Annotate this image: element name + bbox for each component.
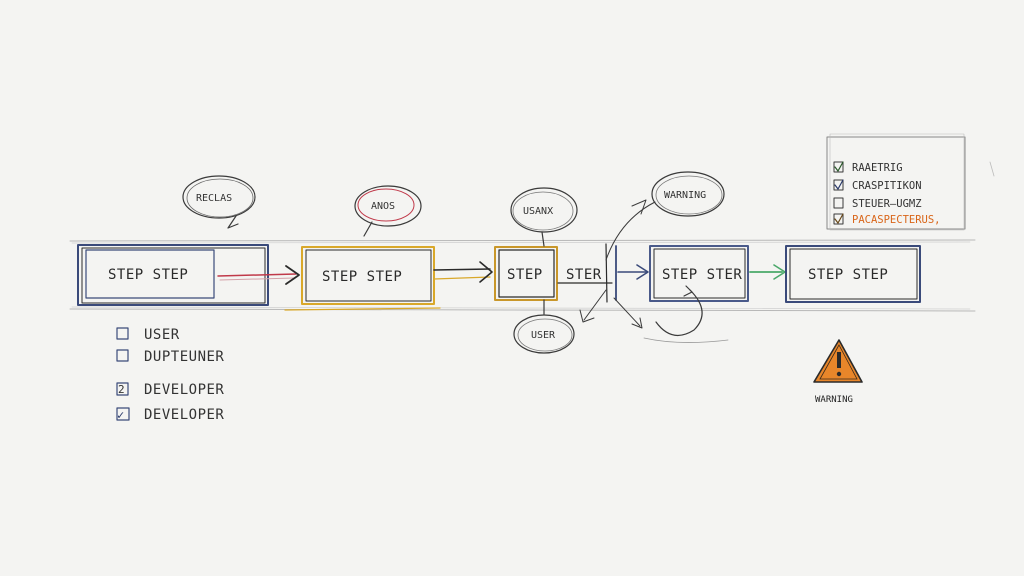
bubble-reclas: RECLAS <box>182 175 256 229</box>
checklist-item-3[interactable]: STEUER—UGMZ <box>833 197 922 210</box>
step-label-4: STEP STER <box>662 267 742 283</box>
arrow-3-4: STER <box>557 243 649 303</box>
bubble-label-usanx: USANX <box>523 206 553 217</box>
checklist-label-1: RAAETRIG <box>852 162 903 174</box>
checklist-note: RAAETRIG CRASPITIKON STEUER—UGMZ PACASPE… <box>826 133 995 231</box>
checklist-item-4[interactable]: PACASPECTERUS, <box>833 213 941 226</box>
step-label-5: STEP STEP <box>808 267 888 283</box>
bubble-usanx: USANX <box>510 187 578 247</box>
legend: USER DUPTEUNER 2 DEVELOPER ✓ DEVELOPER <box>116 327 224 423</box>
step-label-3: STEP <box>507 267 543 283</box>
bubble-warning: WARNING <box>605 171 725 261</box>
checklist-label-4: PACASPECTERUS, <box>852 214 941 226</box>
loop-arrow <box>643 285 729 343</box>
legend-label-3: DEVELOPER <box>144 382 224 398</box>
step-label-2: STEP STEP <box>322 269 402 285</box>
legend-mark-3: 2 <box>118 383 125 396</box>
step-box-2[interactable]: STEP STEP <box>284 246 441 311</box>
checklist-item-1[interactable]: RAAETRIG <box>833 161 903 174</box>
legend-label-1: USER <box>144 327 180 343</box>
checklist-label-2: CRASPITIKON <box>852 180 922 192</box>
checklist-item-2[interactable]: CRASPITIKON <box>833 179 922 192</box>
guide-lines <box>69 239 976 312</box>
warning-sign: WARNING <box>813 339 863 405</box>
legend-label-4: DEVELOPER <box>144 407 224 423</box>
bubble-label-warning: WARNING <box>664 190 706 201</box>
mid-label: STER <box>566 267 602 283</box>
legend-mark-4: ✓ <box>117 408 125 422</box>
legend-item-4[interactable]: ✓ DEVELOPER <box>116 407 224 423</box>
legend-item-2[interactable]: DUPTEUNER <box>116 349 224 365</box>
step-box-5[interactable]: STEP STEP <box>785 245 921 303</box>
step-box-3[interactable]: STEP <box>494 246 558 301</box>
legend-item-3[interactable]: 2 DEVELOPER <box>116 382 224 398</box>
arrow-2-3 <box>433 261 493 283</box>
checklist-label-3: STEUER—UGMZ <box>852 198 922 210</box>
step-box-4[interactable]: STEP STER <box>649 245 749 302</box>
bubble-label-anos: ANOS <box>371 201 395 212</box>
bubble-label-reclas: RECLAS <box>196 193 232 204</box>
arrow-4-5 <box>749 264 786 280</box>
step-label-1: STEP STEP <box>108 267 188 283</box>
bubble-user: USER <box>513 289 643 354</box>
bubble-label-user: USER <box>531 330 556 341</box>
bubble-anos: ANOS <box>354 185 422 237</box>
legend-item-1[interactable]: USER <box>116 327 180 343</box>
warning-label: WARNING <box>815 395 853 405</box>
legend-label-2: DUPTEUNER <box>144 349 224 365</box>
arrow-1-2 <box>217 265 300 285</box>
